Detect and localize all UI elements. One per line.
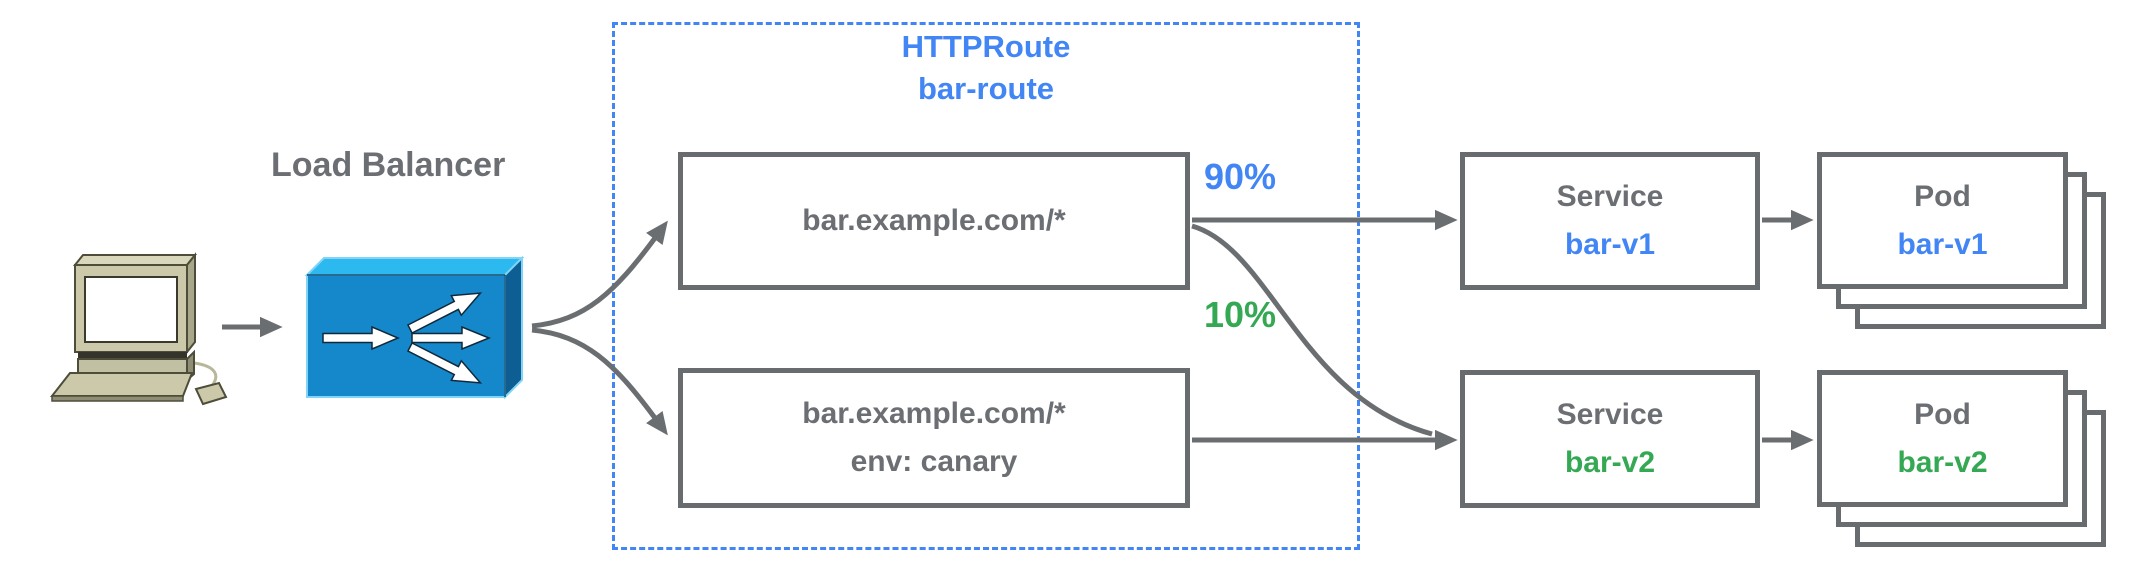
service-name: bar-v1 (1564, 228, 1656, 261)
pod-kind: Pod (1914, 397, 1971, 431)
httproute-title: HTTPRoute bar-route (612, 26, 1360, 110)
pod-bar-v2-box: Pod bar-v2 (1817, 370, 2068, 507)
service-name: bar-v2 (1564, 446, 1656, 479)
weight-label-10: 10% (1204, 294, 1277, 335)
weight-label-90: 90% (1204, 156, 1277, 197)
service-kind: Service (1556, 180, 1664, 213)
rule-match-header: env: canary (850, 445, 1018, 478)
pod-bar-v1-box: Pod bar-v1 (1817, 152, 2068, 289)
service-bar-v2-box: Service bar-v2 (1460, 370, 1760, 508)
service-kind: Service (1556, 398, 1664, 431)
httproute-kind: HTTPRoute (901, 29, 1071, 64)
service-bar-v1-box: Service bar-v1 (1460, 152, 1760, 290)
pod-name: bar-v2 (1897, 445, 1988, 479)
route-rule-box-canary: bar.example.com/* env: canary (678, 368, 1190, 508)
route-rule-box-main: bar.example.com/* (678, 152, 1190, 290)
pod-kind: Pod (1914, 179, 1971, 213)
load-balancer-label: Load Balancer (271, 146, 506, 184)
load-balancer-icon (304, 255, 525, 400)
pod-name: bar-v1 (1897, 227, 1988, 261)
pod-bar-v2-stack: Pod bar-v2 (1817, 370, 2116, 555)
rule-match-host: bar.example.com/* (802, 204, 1066, 237)
client-computer-icon (49, 252, 228, 406)
httproute-name: bar-route (917, 71, 1055, 106)
pod-bar-v1-stack: Pod bar-v1 (1817, 152, 2116, 337)
rule-match-host: bar.example.com/* (802, 397, 1066, 430)
